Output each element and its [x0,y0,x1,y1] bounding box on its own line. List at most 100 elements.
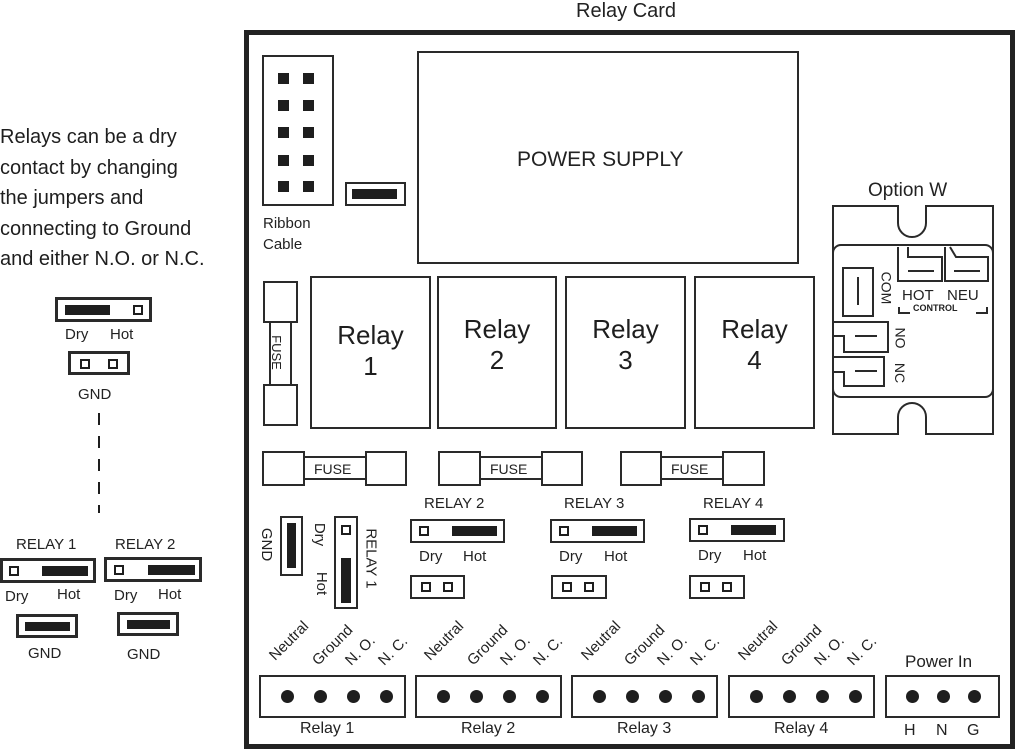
terminal-label-relay1: Relay 1 [300,720,355,737]
jumper-shunt [452,526,497,536]
ribbon-label-line1: Ribbon [263,215,311,232]
jumper-shunt [592,526,637,536]
relay1-dry-hot-jumper[interactable] [334,516,358,609]
terminal-screw [750,690,763,703]
relay2-gnd-jumper[interactable] [410,575,465,599]
terminal-screw [968,690,981,703]
fuse-clip-left [620,451,662,486]
terminal-block-relay2[interactable] [415,675,562,718]
header-pin [278,127,289,138]
jumper-shunt [42,566,88,576]
relay-number: 4 [747,345,762,375]
option-w-control-label: CONTROL [913,303,958,313]
relay-word: Relay [721,314,788,344]
jumper-shunt [148,565,195,575]
jumper-pin [698,525,708,535]
relay2-dry-label: Dry [419,548,443,565]
terminal-screw [437,690,450,703]
jumper-pin [584,582,594,592]
terminal-block-relay1[interactable] [259,675,406,718]
jumper-shunt [65,305,110,315]
terminal-label-relay4: Relay 4 [774,720,829,737]
terminal-screw [849,690,862,703]
jumper-pin [559,526,569,536]
example-relay2-gnd: GND [127,646,161,663]
terminal-screw [692,690,705,703]
terminal-label-relay3: Relay 3 [617,720,672,737]
jumper-pin [108,359,118,369]
header-pin [278,100,289,111]
fuse-relay3[interactable]: FUSE [479,456,543,480]
fuse-relay4[interactable]: FUSE [660,456,724,480]
terminal-screw [281,690,294,703]
relay1-jumper-label: RELAY 1 [362,528,380,589]
terminal-screw [937,690,950,703]
header-pin [303,127,314,138]
terminal-screw [626,690,639,703]
example-relay1-gnd-jumper [16,614,78,638]
note-line: connecting to Ground [0,217,192,240]
relay3-hot-label: Hot [604,548,628,565]
relay-word: Relay [463,314,531,344]
jumper-pin [700,582,710,592]
note-line: contact by changing [0,156,178,179]
fuse-clip-left [262,451,305,486]
terminal-screw [314,690,327,703]
fuse-relay1-vertical[interactable]: FUSE [269,321,292,386]
power-in-pin-n: N [936,722,948,739]
relay-number: 1 [363,351,378,381]
relay1-dry-label: Dry [311,522,329,547]
option-w-module: COM HOT NEU CONTROL NO NC [832,205,994,435]
relay4-jumper-label: RELAY 4 [703,495,764,512]
relay-2: Relay 2 [437,276,557,429]
relay2-jumper-label: RELAY 2 [424,495,485,512]
example-relay1-label: RELAY 1 [16,536,77,553]
fuse-relay2[interactable]: FUSE [303,456,367,480]
jumper-shunt [127,620,170,629]
relay-word: Relay [337,320,404,350]
relay2-dry-hot-jumper[interactable] [410,519,505,543]
jumper-shunt [25,622,70,631]
power-in-pin-g: G [967,722,980,739]
relay1-gnd-jumper[interactable] [280,516,303,576]
terminal-screw [503,690,516,703]
power-in-terminal[interactable] [885,675,1000,718]
jumper-shunt [731,525,776,535]
option-w-neu-label: NEU [947,287,979,304]
terminal-screw [593,690,606,703]
example-relay1-gnd: GND [28,645,62,662]
jumper-pin [419,526,429,536]
header-pin [303,100,314,111]
relay4-gnd-jumper[interactable] [689,575,745,599]
example-relay2-jumper [104,557,202,582]
note-line: and either N.O. or N.C. [0,248,205,270]
jumper-pin [133,305,143,315]
relay3-gnd-jumper[interactable] [551,575,607,599]
option-w-hot-label: HOT [902,287,934,304]
option-w-no-label: NO [892,327,909,349]
option-w-title: Option W [868,180,948,201]
terminal-block-relay4[interactable] [728,675,875,718]
terminal-screw [536,690,549,703]
relay4-hot-label: Hot [743,547,767,564]
fuse-clip-right [365,451,407,486]
power-in-pin-h: H [904,722,916,739]
dashed-line [98,482,100,494]
dashed-line [98,436,100,448]
fuse-label: FUSE [268,335,284,370]
header-pin [303,73,314,84]
ribbon-cable-header[interactable] [262,55,334,206]
fuse-label: FUSE [671,461,709,477]
relay3-dry-label: Dry [559,548,583,565]
relay3-dry-hot-jumper[interactable] [550,519,645,543]
relay-number: 2 [489,345,505,375]
relay-number: 3 [618,345,633,375]
jumper-shunt [341,558,351,603]
terminal-block-relay3[interactable] [571,675,718,718]
terminal-screw [659,690,672,703]
ribbon-jumper [345,182,406,206]
option-w-outline [832,205,994,435]
header-pin [278,181,289,192]
relay-1: Relay 1 [310,276,431,429]
relay4-dry-hot-jumper[interactable] [689,518,785,542]
